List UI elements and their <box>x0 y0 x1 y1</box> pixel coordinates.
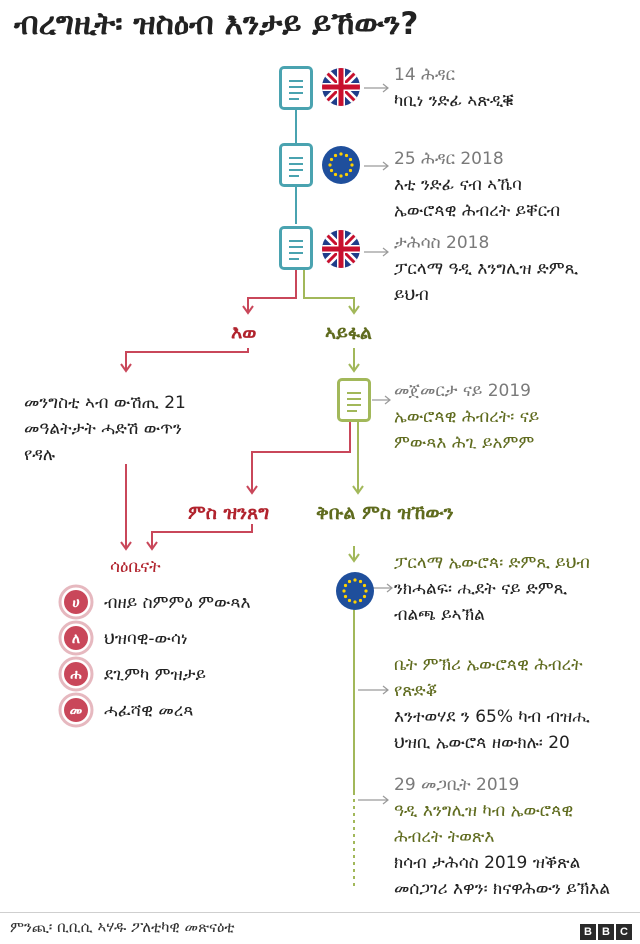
document-icon <box>279 143 313 187</box>
eu-flag-icon <box>322 146 360 184</box>
event-3-text-line1: ፓርላማ ዓዲ እንግሊዝ ድምጺ <box>394 259 579 279</box>
event-3-text-line2: ይህብ <box>394 285 429 305</box>
exit-line3: ክሳብ ታሕሳስ 2019 ዝቕጽል <box>394 853 581 873</box>
exit-line2: ሕብረት ትወጽእ <box>394 827 495 847</box>
event-1-date: 14 ሕዳር <box>394 65 455 85</box>
option-label: ብዘይ ስምምዕ ምውጻእ <box>104 593 251 613</box>
left-note-line2: መዓልትታት ሓድሽ ውጥን <box>24 419 182 439</box>
option-marker-letter: ለ <box>72 631 80 647</box>
eu-council-line3: እንተወሃደ ን 65% ካብ ብዝሒ <box>394 707 590 727</box>
options-title: ሳዕቤናት <box>110 557 161 577</box>
option-marker-letter: ሀ <box>72 595 79 611</box>
event-2-date: 25 ሕዳር 2018 <box>394 149 504 169</box>
source-credit: ምንጪ፡ ቢቢሲ ኣሃዱ ፖለቲካዊ መጽናዕቲ <box>10 918 235 936</box>
bbc-logo-block: C <box>616 924 632 940</box>
left-note-line3: የዳሉ <box>24 445 56 465</box>
uk-flag-icon <box>322 68 360 106</box>
event-2-text-line1: እቲ ንድፊ ናብ ኣኼባ <box>394 175 522 195</box>
eu-parliament-line3: ብልጫ ይኣኽል <box>394 605 485 625</box>
page-title: ብረግዚት፡ ዝስዕብ እንታይ ይኸውን? <box>14 6 419 42</box>
branch-accepted-label: ቅቡል ምስ ዝኸውን <box>316 502 454 524</box>
branch-rejected-label: ምስ ዝንጸግ <box>188 502 270 524</box>
eu-council-line1: ቤት ምኽሪ ኤውሮጳዊ ሕብረት <box>394 655 583 675</box>
jan-date: መጀመርታ ናይ 2019 <box>394 381 531 401</box>
option-marker-icon: ለ <box>58 620 94 656</box>
bbc-logo-block: B <box>580 924 596 940</box>
eu-council-line4: ህዝቢ ኤውሮጳ ዘውክሉ፡ 20 <box>394 733 570 753</box>
left-note-line1: መንግስቲ ኣብ ውሽጢ 21 <box>24 393 186 413</box>
event-1-text: ካቢነ ንድፊ ኣጽዲቑ <box>394 91 514 111</box>
option-marker-icon: ሀ <box>58 584 94 620</box>
footer-divider <box>0 912 640 913</box>
event-3-date: ታሕሳስ 2018 <box>394 233 490 253</box>
exit-date: 29 መጋቢት 2019 <box>394 775 520 795</box>
exit-line1: ዓዲ እንግሊዝ ካብ ኤውሮጳዊ <box>394 801 574 821</box>
option-marker-icon: ሐ <box>58 656 94 692</box>
uk-flag-icon <box>322 230 360 268</box>
option-marker-letter: መ <box>70 703 83 719</box>
option-marker-letter: ሐ <box>70 667 82 683</box>
branch-yes-label: እወ <box>231 322 257 344</box>
document-icon <box>279 226 313 270</box>
document-icon <box>279 66 313 110</box>
option-label: ደጊምካ ምዝታይ <box>104 665 206 685</box>
event-2-text-line2: ኤውሮጳዊ ሕብረት ይቐርብ <box>394 201 561 221</box>
eu-parliament-line2: ንክሓልፍ፡ ሒደት ናይ ድምጺ <box>394 579 568 599</box>
eu-flag-icon <box>336 572 374 610</box>
bbc-logo-block: B <box>598 924 614 940</box>
eu-council-line2: የጽድቖ <box>394 681 438 701</box>
option-marker-icon: መ <box>58 692 94 728</box>
document-icon <box>337 378 371 422</box>
exit-line4: መሰጋገሪ እዋን፡ ክናዋሕውን ይኽእል <box>394 879 611 899</box>
jan-text-line2: ምውጻእ ሕጊ ይአምም <box>394 433 535 453</box>
branch-no-label: ኣይፋል <box>325 322 372 344</box>
option-label: ሓፈሻዊ መረጻ <box>104 701 194 721</box>
option-label: ህዝባዊ-ውሳነ <box>104 629 188 649</box>
jan-text-line1: ኤውሮጳዊ ሕብረት፡ ናይ <box>394 407 540 427</box>
eu-parliament-line1: ፓርላማ ኤውሮጳ፡ ድምጺ ይህብ <box>394 553 590 573</box>
